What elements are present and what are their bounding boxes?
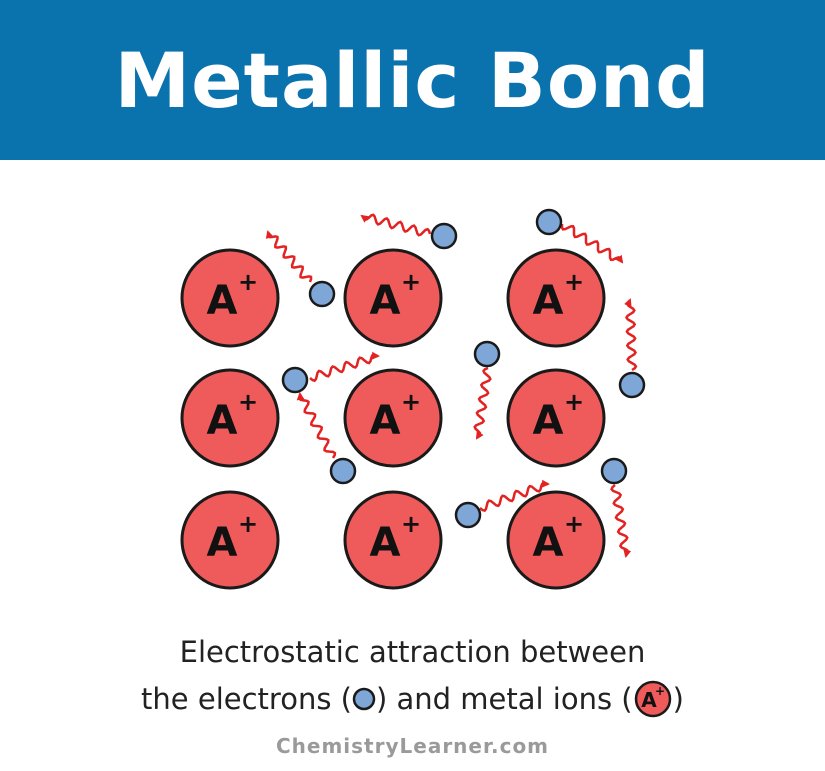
ion-circle	[506, 248, 606, 348]
wavy-motion-arrow	[479, 479, 550, 513]
ion-letter: A	[370, 398, 401, 444]
caption-text-1: Electrostatic attraction between	[179, 635, 646, 669]
ion-charge: +	[564, 510, 584, 538]
ion-letter: A	[207, 278, 238, 324]
wavy-motion-arrow	[610, 484, 632, 558]
wavy-motion-arrow	[309, 351, 380, 383]
metal-ion: A+	[180, 368, 280, 468]
electron	[308, 280, 336, 308]
ion-circle	[343, 490, 443, 590]
electron	[454, 501, 482, 529]
electron	[329, 457, 357, 485]
ion-charge: +	[401, 510, 421, 538]
ion-letter: A	[370, 520, 401, 566]
electron	[600, 457, 628, 485]
caption-text-2a: the electrons (	[141, 682, 352, 716]
metal-ion-legend-icon: A+	[634, 680, 671, 718]
ion-charge: +	[401, 268, 421, 296]
caption-line-2: the electrons () and metal ions (A+)	[0, 679, 825, 721]
ion-charge: +	[238, 268, 258, 296]
page-title: Metallic Bond	[114, 35, 711, 125]
metallic-bond-diagram: A+A+A+A+A+A+A+A+A+	[180, 208, 646, 590]
ion-charge: +	[401, 388, 421, 416]
ion-letter: A	[207, 520, 238, 566]
caption-text-2c: )	[672, 682, 684, 716]
electron-legend-icon	[352, 687, 376, 711]
metal-ion: A+	[180, 248, 280, 348]
metal-ion: A+	[180, 490, 280, 590]
ion-letter: A	[207, 398, 238, 444]
legend-ion-letter: A	[641, 688, 657, 712]
wavy-motion-arrow	[560, 224, 624, 264]
ion-letter: A	[533, 278, 564, 324]
wavy-motion-arrow	[360, 213, 432, 237]
wavy-motion-arrow	[265, 230, 313, 283]
metal-ion: A+	[506, 248, 606, 348]
metal-ion: A+	[343, 368, 443, 468]
electron-motion-arrows	[265, 213, 638, 558]
ion-circle	[343, 248, 443, 348]
ion-circle	[343, 368, 443, 468]
electron	[430, 222, 458, 250]
ion-charge: +	[564, 388, 584, 416]
ion-circle	[506, 490, 606, 590]
electron	[473, 340, 501, 368]
ion-charge: +	[238, 510, 258, 538]
caption-text-2b: ) and metal ions (	[375, 682, 633, 716]
ion-letter: A	[533, 520, 564, 566]
free-electrons	[281, 208, 646, 529]
electron	[281, 366, 309, 394]
ion-circle	[180, 490, 280, 590]
metal-ion: A+	[506, 490, 606, 590]
electron	[618, 371, 646, 399]
ion-charge: +	[238, 388, 258, 416]
wavy-motion-arrow	[473, 366, 492, 440]
metal-ion: A+	[343, 248, 443, 348]
legend-ion-charge: +	[655, 684, 665, 698]
ion-letter: A	[533, 398, 564, 444]
ion-circle	[180, 368, 280, 468]
metal-ion: A+	[506, 368, 606, 468]
electron	[535, 208, 563, 236]
metal-ions: A+A+A+A+A+A+A+A+A+	[180, 248, 606, 590]
ion-circle	[506, 368, 606, 468]
ion-circle	[180, 248, 280, 348]
title-banner: Metallic Bond	[0, 0, 825, 160]
ion-letter: A	[370, 278, 401, 324]
caption-line-1: Electrostatic attraction between	[0, 632, 825, 672]
wavy-motion-arrow	[296, 392, 337, 459]
wavy-motion-arrow	[624, 298, 638, 372]
ion-charge: +	[564, 268, 584, 296]
metal-ion: A+	[343, 490, 443, 590]
credit-text: ChemistryLearner.com	[275, 734, 550, 758]
